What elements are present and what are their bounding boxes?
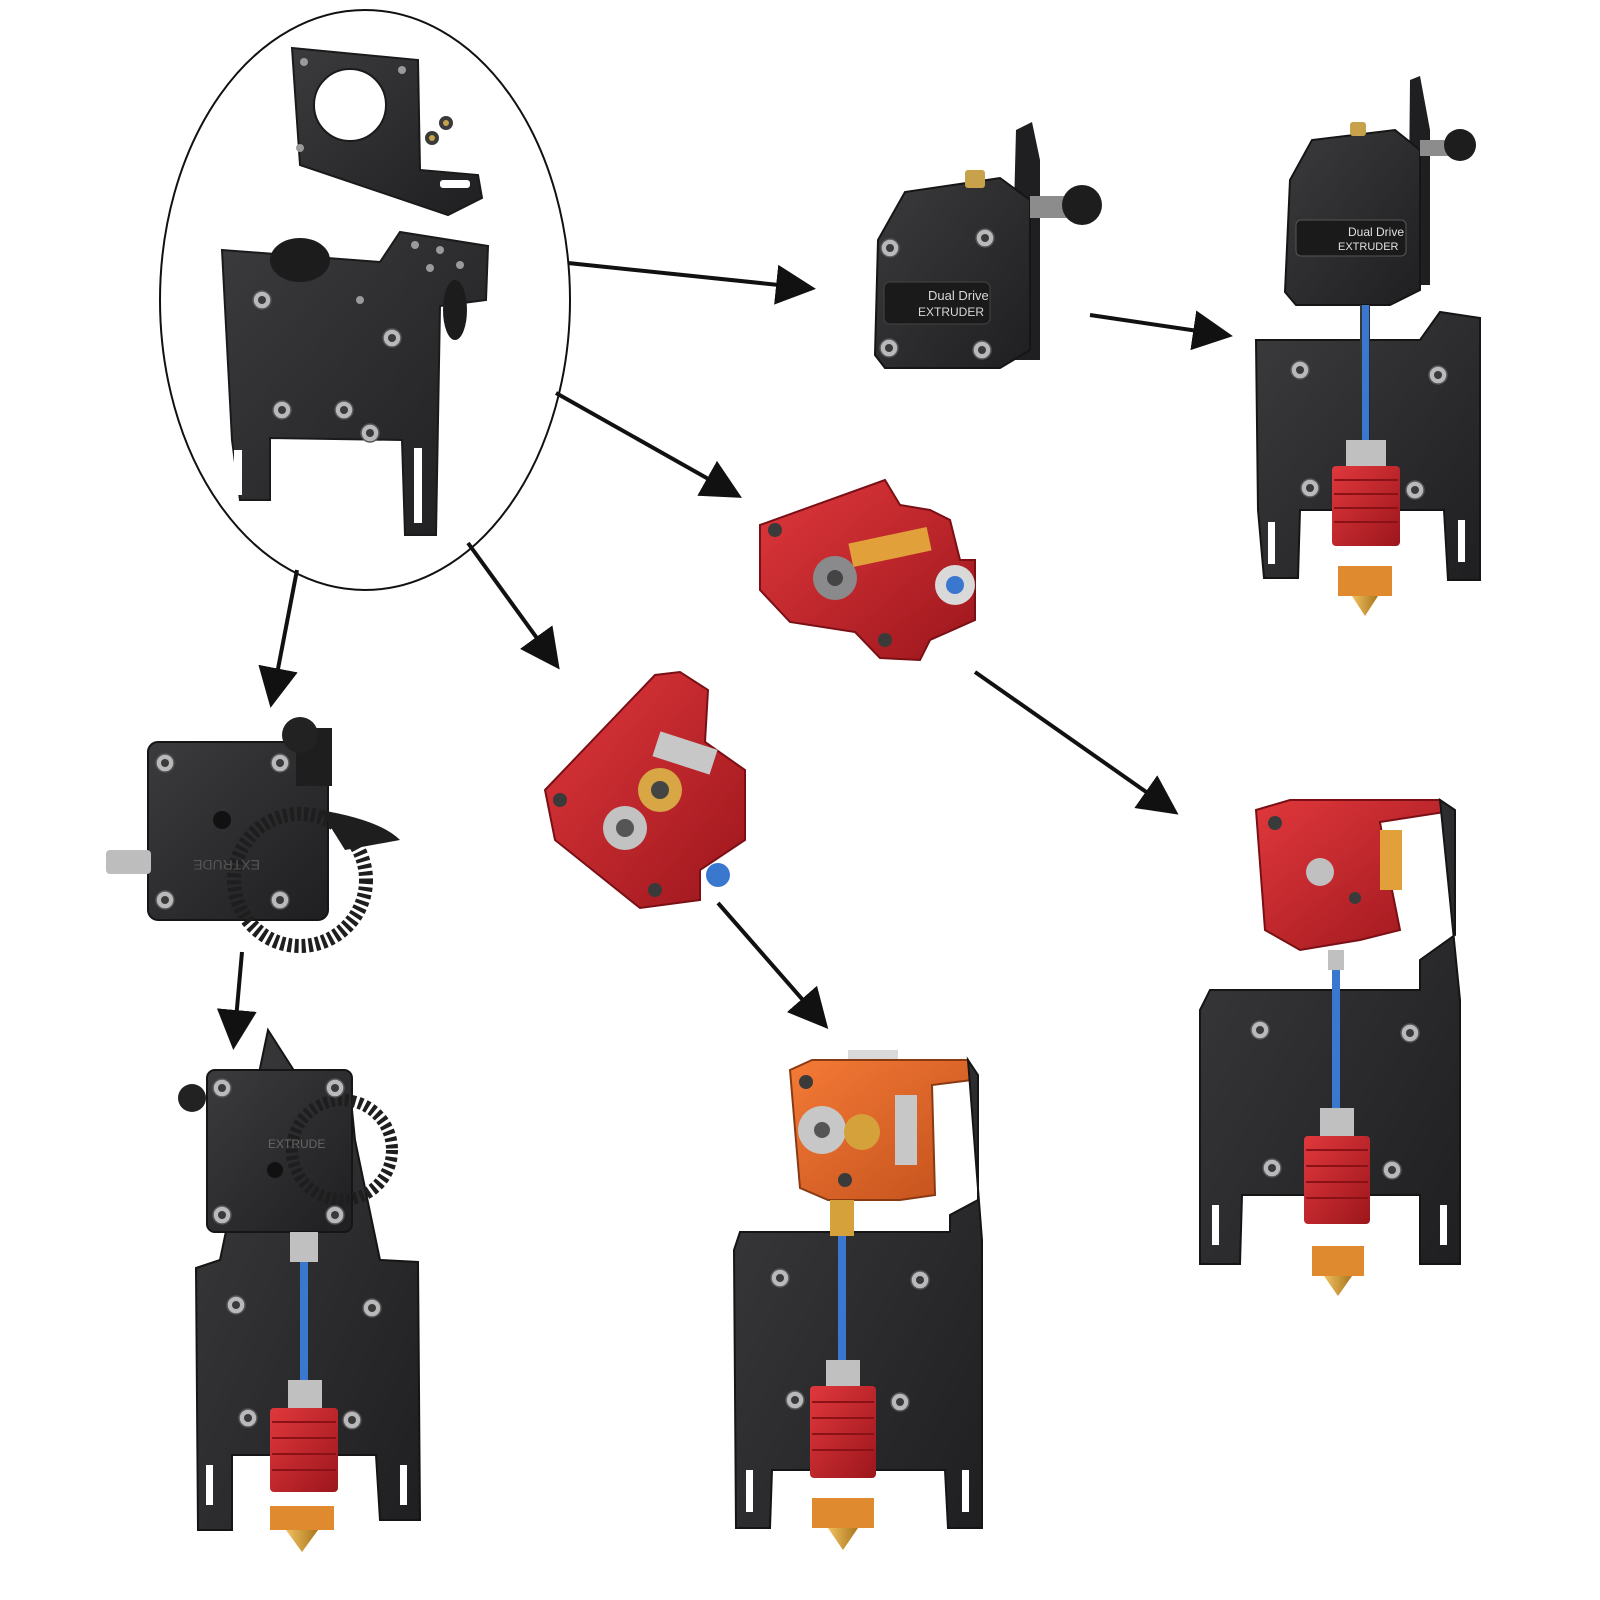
flow-arrows	[216, 261, 1233, 1050]
red-dual-gear-extruder-icon	[759, 478, 976, 662]
carriage-plate-icon	[220, 230, 490, 536]
arrow-icon	[555, 391, 742, 498]
bmg-label-line1: Dual Drive	[928, 288, 989, 303]
titan-assembly-icon: EXTRUDE	[178, 1027, 422, 1552]
motor-bracket-plate-icon	[290, 46, 484, 217]
bmg-extruder-icon: Dual Drive EXTRUDER	[873, 122, 1102, 369]
red-extruder-icon	[543, 670, 746, 910]
arrow-icon	[466, 541, 560, 670]
red-extruder-assembly-icon	[1199, 797, 1461, 1296]
arrow-icon	[258, 569, 299, 708]
titan-label: EXTRUDE	[193, 857, 260, 873]
arrow-icon	[716, 901, 829, 1030]
arrow-icon	[216, 951, 257, 1050]
bmg-assembly-label-line2: EXTRUDER	[1338, 241, 1399, 253]
arrow-icon	[567, 261, 816, 305]
bmg-assembly-icon: Dual Drive EXTRUDER	[1254, 76, 1481, 616]
arrow-icon	[1089, 310, 1233, 351]
titan-assembly-label: EXTRUDE	[268, 1137, 325, 1151]
arrow-icon	[973, 670, 1179, 815]
bmg-label-line2: EXTRUDER	[918, 305, 984, 319]
highlight-ellipse	[159, 9, 571, 591]
loose-screws-icon	[425, 116, 453, 145]
titan-extruder-icon: EXTRUDE	[106, 717, 400, 953]
mounting-plate-kit	[159, 9, 571, 591]
bmg-assembly-label-line1: Dual Drive	[1348, 225, 1404, 239]
orange-extruder-assembly-icon	[732, 1050, 983, 1550]
